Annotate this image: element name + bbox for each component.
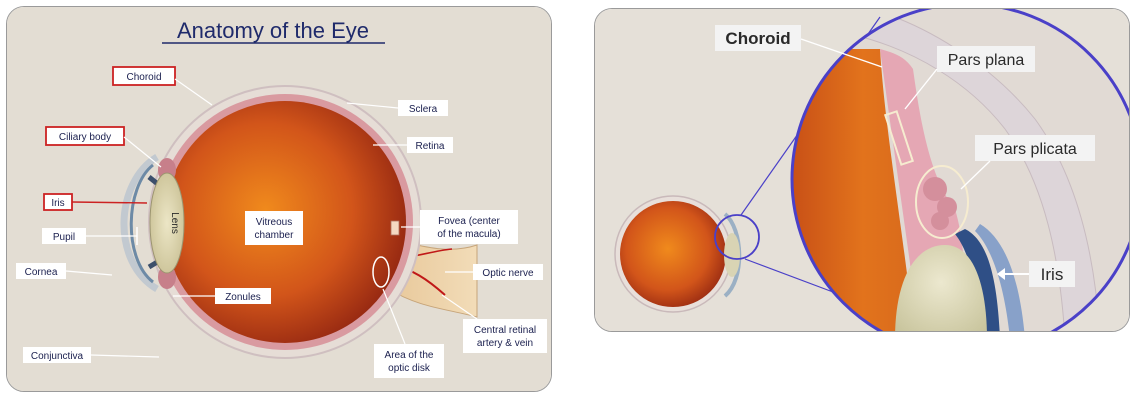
eye-anatomy-diagram: Anatomy of the Eye Lens Choroid Ciliary …: [7, 7, 551, 391]
ciliary-detail-panel: Choroid Pars plana Pars plicata Iris: [594, 8, 1130, 332]
optic-nerve-label: Optic nerve: [482, 268, 534, 279]
sclera-label: Sclera: [409, 104, 438, 115]
iris-leader-line: [72, 202, 147, 203]
fovea-label-line2: of the macula): [437, 229, 500, 240]
pars-plana-label: Pars plana: [948, 52, 1025, 69]
ciliary-detail-diagram: Choroid Pars plana Pars plicata Iris: [595, 9, 1129, 331]
ciliary-body-label: Ciliary body: [59, 132, 111, 143]
pupil-label: Pupil: [53, 232, 75, 243]
retina-label: Retina: [416, 141, 445, 152]
central-retinal-label-line1: Central retinal: [474, 325, 536, 336]
central-retinal-label-line2: artery & vein: [477, 338, 533, 349]
eye-anatomy-panel: Anatomy of the Eye Lens Choroid Ciliary …: [6, 6, 552, 392]
conjunctiva-label: Conjunctiva: [31, 351, 84, 362]
vitreous-label-line1: Vitreous: [256, 217, 293, 228]
zonules-label: Zonules: [225, 292, 261, 303]
optic-disk-label-line1: Area of the: [385, 350, 434, 361]
optic-disk-label-line2: optic disk: [388, 363, 431, 374]
iris-label: Iris: [51, 198, 64, 209]
cornea-label: Cornea: [25, 267, 58, 278]
lens-label: Lens: [169, 212, 180, 234]
fovea-label-line1: Fovea (center: [438, 216, 500, 227]
small-eye-globe: [620, 201, 726, 307]
detail-choroid-label: Choroid: [725, 29, 790, 48]
pars-plicata-label: Pars plicata: [993, 141, 1077, 158]
vitreous-label-line2: chamber: [255, 230, 295, 241]
fovea-marker: [391, 221, 399, 235]
choroid-label: Choroid: [126, 72, 161, 83]
small-eye-lens: [724, 233, 740, 277]
diagram-title: Anatomy of the Eye: [177, 18, 369, 43]
detail-iris-label: Iris: [1041, 265, 1064, 284]
